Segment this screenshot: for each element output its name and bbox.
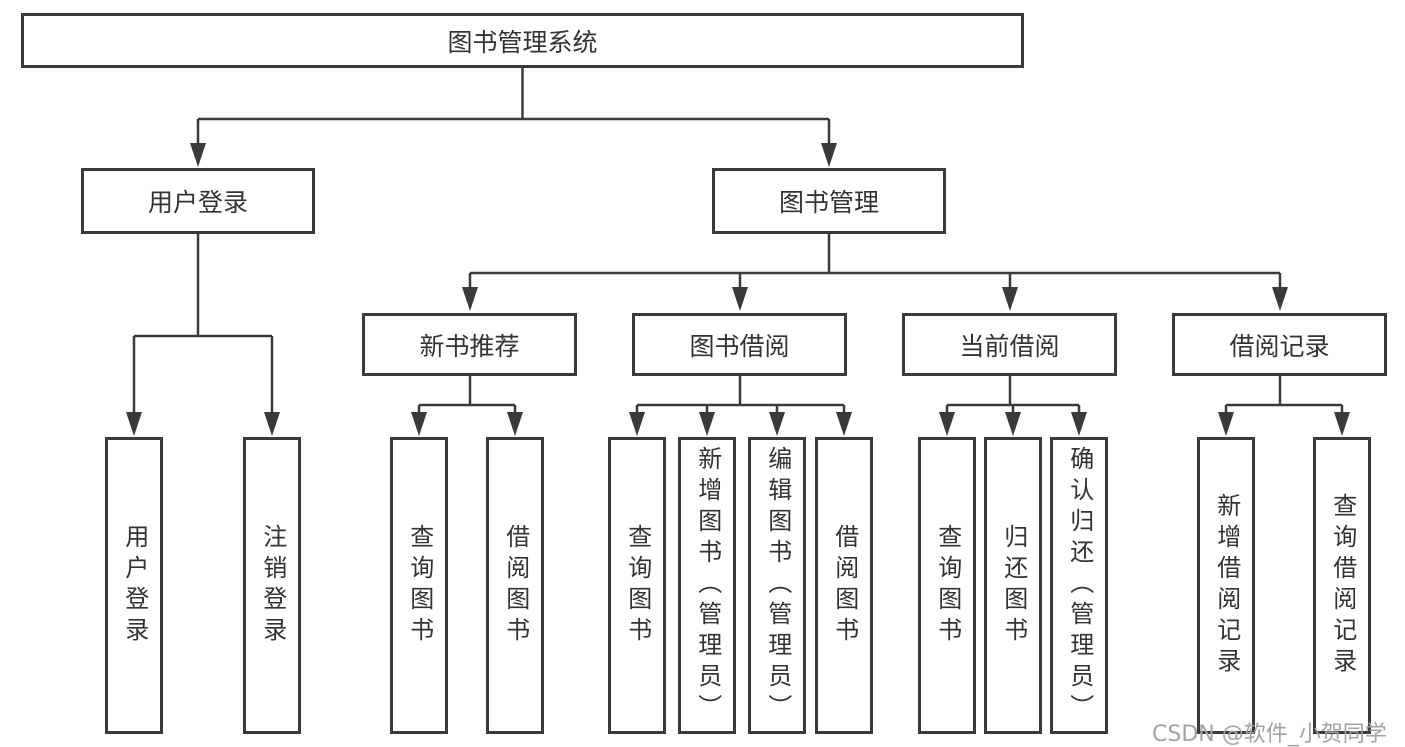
arrow-down-icon [126, 412, 142, 436]
connector-root-to-level2 [196, 68, 831, 150]
connector-new-book-recommend-to-leaves [417, 376, 517, 420]
arrow-down-icon [1272, 287, 1288, 311]
leaf-edit-books-admin: 编辑图书（管理员） [748, 437, 806, 734]
connector-book-borrow-to-leaves [635, 376, 846, 420]
leaf-logout: 注销登录 [243, 437, 301, 734]
leaf-label: 查询图书 [405, 523, 434, 648]
connector-book-borrow-arrowheads [629, 412, 852, 436]
arrow-down-icon [1218, 412, 1234, 436]
connector-book-management-to-level3 [468, 234, 1282, 296]
leaf-label: 查询图书 [623, 523, 652, 648]
leaf-label: 归还图书 [999, 523, 1028, 648]
arrow-down-icon [732, 287, 748, 311]
connector-current-borrow-arrowheads [939, 412, 1087, 436]
leaf-label: 注销登录 [258, 523, 287, 648]
connector-level3-arrowheads [462, 287, 1288, 311]
leaf-add-borrow-record: 新增借阅记录 [1197, 437, 1255, 734]
arrow-down-icon [411, 412, 427, 436]
connector-borrow-records-arrowheads [1218, 412, 1350, 436]
arrow-down-icon [1002, 287, 1018, 311]
arrow-down-icon [264, 412, 280, 436]
node-new-book-recommend: 新书推荐 [362, 313, 577, 376]
arrow-down-icon [939, 412, 955, 436]
leaf-query-books-recommend: 查询图书 [390, 437, 448, 734]
leaf-label: 新增借阅记录 [1212, 492, 1241, 679]
leaf-label: 查询借阅记录 [1328, 492, 1357, 679]
connector-line [635, 376, 846, 420]
connector-user-login-arrowheads [126, 412, 280, 436]
node-root: 图书管理系统 [21, 13, 1024, 68]
connector-new-book-recommend-arrowheads [411, 412, 523, 436]
leaf-borrow-books-recommend: 借阅图书 [486, 437, 544, 734]
connector-line [417, 376, 517, 420]
leaf-user-login: 用户登录 [105, 437, 163, 734]
connector-borrow-records-to-leaves [1224, 376, 1344, 420]
connector-user-login-to-leaves [132, 234, 274, 420]
arrow-down-icon [836, 412, 852, 436]
node-user-login-label: 用户登录 [147, 188, 248, 217]
node-borrow-records-label: 借阅记录 [1229, 331, 1330, 361]
leaf-label: 确认归还（管理员） [1065, 446, 1094, 725]
leaf-borrow-books: 借阅图书 [815, 437, 873, 734]
arrow-down-icon [507, 412, 523, 436]
node-current-borrow-label: 当前借阅 [959, 331, 1060, 361]
arrow-down-icon [190, 143, 206, 167]
arrow-down-icon [821, 143, 837, 167]
arrow-down-icon [1334, 412, 1350, 436]
leaf-add-books-admin: 新增图书（管理员） [678, 437, 736, 734]
watermark: CSDN @软件_小贺同学 [1152, 722, 1387, 747]
leaf-confirm-return-admin: 确认归还（管理员） [1050, 437, 1108, 734]
connector-line [1224, 376, 1344, 420]
leaf-query-books-borrow: 查询图书 [608, 437, 666, 734]
connector-line [132, 234, 274, 420]
arrow-down-icon [699, 412, 715, 436]
node-book-management-label: 图书管理 [778, 188, 879, 217]
leaf-query-borrow-record: 查询借阅记录 [1313, 437, 1371, 734]
arrow-down-icon [1071, 412, 1087, 436]
node-current-borrow: 当前借阅 [902, 313, 1117, 376]
leaf-label: 查询图书 [933, 523, 962, 648]
leaf-label: 借阅图书 [501, 523, 530, 648]
arrow-down-icon [629, 412, 645, 436]
connector-line [468, 234, 1282, 296]
node-root-label: 图书管理系统 [447, 27, 598, 57]
connector-line [196, 68, 831, 150]
leaf-label: 用户登录 [120, 523, 149, 648]
leaf-label: 借阅图书 [830, 523, 859, 648]
node-book-borrow: 图书借阅 [632, 313, 847, 376]
node-book-management: 图书管理 [712, 168, 946, 234]
leaf-query-books-current: 查询图书 [918, 437, 976, 734]
node-book-borrow-label: 图书借阅 [689, 331, 790, 361]
leaf-label: 新增图书（管理员） [693, 446, 722, 725]
node-borrow-records: 借阅记录 [1172, 313, 1387, 376]
node-new-book-recommend-label: 新书推荐 [419, 331, 520, 361]
arrow-down-icon [769, 412, 785, 436]
connector-root-arrowheads [190, 143, 837, 167]
arrow-down-icon [1005, 412, 1021, 436]
leaf-return-books: 归还图书 [984, 437, 1042, 734]
node-user-login: 用户登录 [81, 168, 315, 234]
leaf-label: 编辑图书（管理员） [763, 446, 792, 725]
arrow-down-icon [462, 287, 478, 311]
